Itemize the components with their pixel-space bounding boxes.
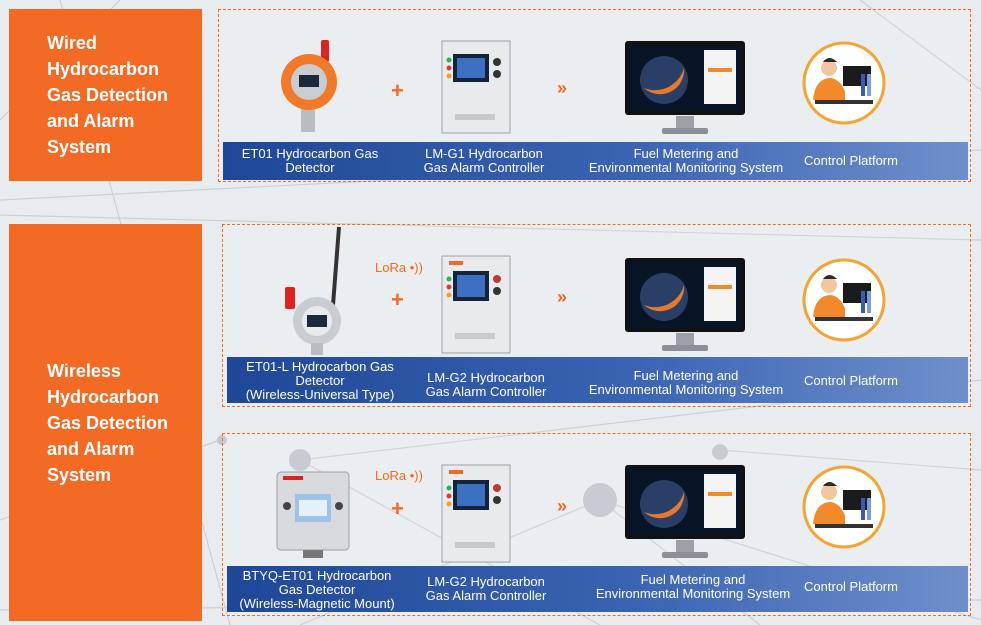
lm-g2-controller-image	[441, 464, 511, 563]
wireless-universal-row: LoRa •)) + » ET01-L Hydrocarbon Ga	[222, 224, 971, 407]
et01-detector-image	[281, 40, 337, 132]
control-platform-caption: Control Platform	[804, 153, 898, 168]
control-platform-operator-icon	[802, 41, 886, 125]
wired-section-title: Wired Hydrocarbon Gas Detection and Alar…	[47, 33, 169, 157]
wireless-signal-icon: •))	[409, 468, 423, 483]
monitoring-system-monitor-image	[625, 258, 745, 351]
wireless-section-title-block: Wireless Hydrocarbon Gas Detection and A…	[9, 224, 202, 621]
et01-l-detector-caption: ET01-L Hydrocarbon Gas Detector (Wireles…	[245, 359, 395, 402]
lm-g1-controller-caption: LM-G1 Hydrocarbon Gas Alarm Controller	[423, 146, 545, 175]
monitoring-system-caption: Fuel Metering and Environmental Monitori…	[588, 368, 784, 397]
plus-icon: +	[391, 496, 404, 521]
lora-wireless-label: LoRa •))	[375, 260, 423, 275]
control-platform-operator-icon	[802, 258, 886, 342]
et01-l-detector-image	[285, 226, 341, 355]
wireless-magnetic-caption-band: BTYQ-ET01 Hydrocarbon Gas Detector (Wire…	[227, 566, 968, 612]
lora-label: LoRa	[375, 468, 407, 483]
lm-g2-controller-image	[441, 255, 511, 354]
btyq-et01-detector-image	[276, 471, 350, 558]
wired-caption-band: ET01 Hydrocarbon Gas Detector LM-G1 Hydr…	[223, 142, 968, 180]
control-platform-operator-icon	[802, 465, 886, 549]
monitoring-system-caption: Fuel Metering and Environmental Monitori…	[595, 572, 791, 601]
lm-g1-controller-image	[441, 40, 511, 134]
monitoring-system-caption: Fuel Metering and Environmental Monitori…	[588, 146, 784, 175]
wireless-universal-caption-band: ET01-L Hydrocarbon Gas Detector (Wireles…	[227, 357, 968, 403]
control-platform-caption: Control Platform	[804, 579, 898, 594]
monitoring-system-monitor-image	[625, 465, 745, 558]
lora-label: LoRa	[375, 260, 407, 275]
plus-icon: +	[391, 78, 404, 103]
arrow-icon: »	[557, 78, 567, 98]
btyq-et01-detector-caption: BTYQ-ET01 Hydrocarbon Gas Detector (Wire…	[239, 568, 395, 611]
lm-g2-controller-caption: LM-G2 Hydrocarbon Gas Alarm Controller	[425, 370, 547, 399]
wireless-section-title: Wireless Hydrocarbon Gas Detection and A…	[47, 360, 169, 485]
wireless-magnetic-row: LoRa •)) + » BTYQ-ET01 Hydrocarbon	[222, 433, 971, 616]
monitoring-system-monitor-image	[625, 41, 745, 134]
lm-g2-controller-caption: LM-G2 Hydrocarbon Gas Alarm Controller	[425, 574, 547, 603]
plus-icon: +	[391, 287, 404, 312]
et01-detector-caption: ET01 Hydrocarbon Gas Detector	[241, 146, 379, 175]
control-platform-caption: Control Platform	[804, 373, 898, 388]
lora-wireless-label: LoRa •))	[375, 468, 423, 483]
arrow-icon: »	[557, 496, 567, 516]
wireless-signal-icon: •))	[409, 260, 423, 275]
arrow-icon: »	[557, 287, 567, 307]
wired-system-row: + » ET01 Hydrocarbon Gas Detector L	[218, 9, 971, 182]
wired-section-title-block: Wired Hydrocarbon Gas Detection and Alar…	[9, 9, 202, 181]
